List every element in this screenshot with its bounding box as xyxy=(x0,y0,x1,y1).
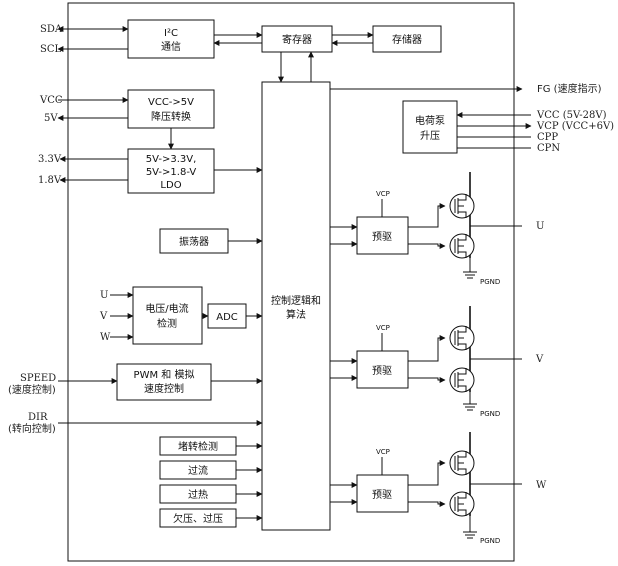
charge-pump-block xyxy=(402,100,458,154)
predriver-w-label: 预驱 xyxy=(372,489,392,501)
half-bridge-v: PGND xyxy=(408,306,522,418)
pin-1v8-label: 1.8V xyxy=(38,175,62,186)
pin-5v-label: 5V xyxy=(44,113,58,124)
stall-detect-label: 堵转检测 xyxy=(178,440,218,453)
pwm-line2: 速度控制 xyxy=(144,382,184,395)
oscillator-block xyxy=(159,228,229,254)
sense-line2: 检测 xyxy=(157,317,177,330)
pin-v-sense-label: V xyxy=(99,311,108,322)
pin-cpp-label: CPP xyxy=(537,132,558,143)
pin-u-out-label: U xyxy=(536,221,544,232)
storage-block xyxy=(372,25,442,53)
charge-pump-line1: 电荷泵 xyxy=(415,114,445,127)
pin-dir-sublabel: (转向控制) xyxy=(8,422,56,435)
pwm-block xyxy=(116,363,212,401)
pin-w-sense-label: W xyxy=(100,332,111,343)
ldo-line3: LDO xyxy=(160,180,181,191)
pin-vcc-right-label: VCC (5V-28V) xyxy=(536,110,607,121)
storage-block-label: 存储器 xyxy=(392,33,422,46)
buck-5v-line2: 降压转换 xyxy=(151,110,191,123)
predriver-v-block xyxy=(356,350,409,389)
pin-v-out-label: V xyxy=(535,354,544,365)
pin-3v3-label: 3.3V xyxy=(38,154,62,165)
pin-speed-label: SPEED xyxy=(20,373,56,384)
pin-fg-label: FG (速度指示) xyxy=(537,82,602,95)
charge-pump-line2: 升压 xyxy=(420,130,440,142)
i2c-block xyxy=(127,19,215,59)
control-logic-block xyxy=(261,81,331,531)
pin-cpn-label: CPN xyxy=(537,143,560,154)
buck-5v-line1: VCC->5V xyxy=(148,97,194,108)
register-block-label: 寄存器 xyxy=(282,33,312,46)
predriver-w-block xyxy=(356,474,409,513)
adc-label: ADC xyxy=(216,312,238,323)
pin-speed-sublabel: (速度控制) xyxy=(8,383,56,396)
vcp-label-v: VCP xyxy=(376,324,390,332)
pin-dir-label: DIR xyxy=(28,412,48,423)
predriver-u-label: 预驱 xyxy=(372,231,392,243)
control-logic-line1: 控制逻辑和 xyxy=(271,294,321,307)
vcp-label-u: VCP xyxy=(376,190,390,198)
oscillator-label: 振荡器 xyxy=(179,235,209,248)
pwm-line1: PWM 和 模拟 xyxy=(134,368,195,381)
vcp-label-w: VCP xyxy=(376,448,390,456)
i2c-block-subtitle: 通信 xyxy=(161,41,181,53)
register-block xyxy=(261,25,333,53)
half-bridge-u: PGND xyxy=(408,172,522,286)
pgnd-u-icon xyxy=(463,271,477,279)
ldo-line1: 5V->3.3V, xyxy=(146,154,197,165)
pgnd-w-icon xyxy=(463,531,477,539)
pin-vcp-right-label: VCP (VCC+6V) xyxy=(536,121,614,132)
pgnd-label-w: PGND xyxy=(480,537,500,545)
ldo-block xyxy=(127,148,215,194)
pgnd-v-icon xyxy=(463,403,477,411)
ldo-line2: 5V->1.8-V xyxy=(146,167,197,178)
half-bridge-w: PGND xyxy=(408,432,522,545)
overcurrent-label: 过流 xyxy=(188,464,208,477)
pgnd-label-v: PGND xyxy=(480,410,500,418)
control-logic-line2: 算法 xyxy=(286,308,306,321)
uvov-label: 欠压、过压 xyxy=(173,512,223,525)
sense-block xyxy=(132,286,203,345)
predriver-v-label: 预驱 xyxy=(372,365,392,377)
pin-sda-label: SDA xyxy=(40,24,63,35)
pin-w-out-label: W xyxy=(536,480,547,491)
overheat-label: 过热 xyxy=(188,488,208,501)
pin-u-sense-label: U xyxy=(100,290,108,301)
pgnd-label-u: PGND xyxy=(480,278,500,286)
pin-vcc-label: VCC xyxy=(39,95,63,106)
i2c-block-title: I²C xyxy=(164,28,178,39)
sense-line1: 电压/电流 xyxy=(145,302,188,315)
pin-scl-label: SCL xyxy=(40,44,62,55)
